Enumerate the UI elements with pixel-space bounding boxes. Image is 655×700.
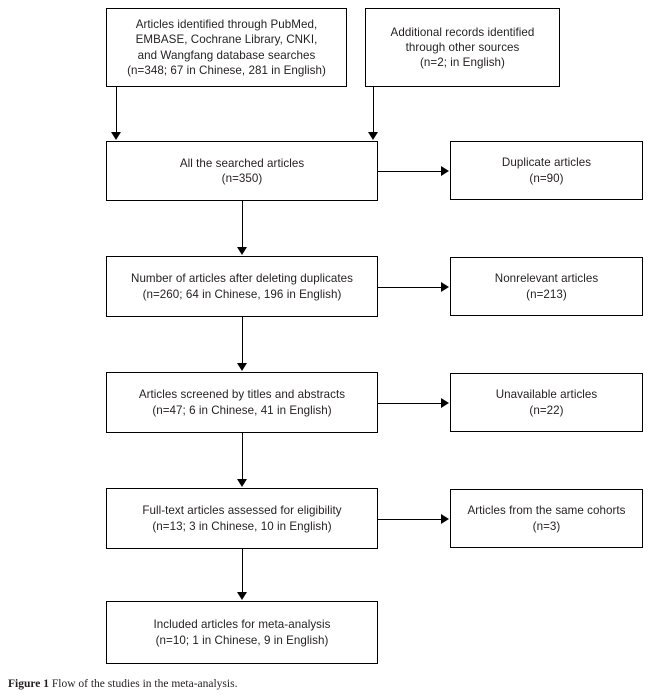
node-duplicate-articles: Duplicate articles (n=90) [450,141,643,200]
node-screened-titles-abstracts: Articles screened by titles and abstract… [106,372,378,433]
connector-fulltext-to-same-cohorts [378,519,442,520]
node-same-cohorts-text: Articles from the same cohorts (n=3) [467,504,626,533]
node-unavailable-articles-text: Unavailable articles (n=22) [495,388,598,417]
arrowhead-all-searched-to-after-duplicates [237,247,247,255]
node-identified-other-sources: Additional records identified through ot… [365,8,560,87]
figure-caption-body: Flow of the studies in the meta-analysis… [51,678,238,690]
connector-screened-to-fulltext [242,433,243,480]
node-included-articles: Included articles for meta-analysis (n=1… [106,601,378,664]
node-fulltext-assessed: Full-text articles assessed for eligibil… [106,488,378,549]
figure-caption-label: Figure 1 [8,678,49,690]
connector-after-duplicates-to-nonrelevant [378,287,442,288]
node-identified-databases-text: Articles identified through PubMed, EMBA… [127,18,326,77]
node-identified-other-sources-text: Additional records identified through ot… [390,25,535,70]
node-same-cohorts: Articles from the same cohorts (n=3) [450,489,643,548]
node-nonrelevant-articles-text: Nonrelevant articles (n=213) [494,272,599,301]
arrowhead-fulltext-to-included [237,592,247,600]
arrowhead-after-duplicates-to-nonrelevant [441,282,449,292]
figure-caption: Figure 1 Flow of the studies in the meta… [8,678,237,690]
connector-databases-to-all-searched [116,87,117,133]
arrowhead-after-duplicates-to-screened [237,363,247,371]
arrowhead-other-sources-to-all-searched [368,132,378,140]
node-nonrelevant-articles: Nonrelevant articles (n=213) [450,257,643,316]
connector-other-sources-to-all-searched [373,87,374,133]
connector-all-searched-to-duplicates [378,171,442,172]
node-screened-titles-abstracts-text: Articles screened by titles and abstract… [138,388,346,417]
arrowhead-databases-to-all-searched [111,132,121,140]
node-all-searched: All the searched articles (n=350) [106,141,378,201]
node-included-articles-text: Included articles for meta-analysis (n=1… [153,618,331,647]
node-fulltext-assessed-text: Full-text articles assessed for eligibil… [142,504,342,533]
connector-after-duplicates-to-screened [242,317,243,364]
connector-all-searched-to-after-duplicates [242,201,243,248]
arrowhead-screened-to-unavailable [441,398,449,408]
node-duplicate-articles-text: Duplicate articles (n=90) [501,156,592,185]
node-after-duplicates-text: Number of articles after deleting duplic… [131,272,353,301]
connector-screened-to-unavailable [378,403,442,404]
arrowhead-screened-to-fulltext [237,479,247,487]
arrowhead-all-searched-to-duplicates [441,166,449,176]
node-after-duplicates: Number of articles after deleting duplic… [106,256,378,317]
node-identified-databases: Articles identified through PubMed, EMBA… [106,8,347,87]
node-all-searched-text: All the searched articles (n=350) [179,156,305,185]
connector-fulltext-to-included [242,549,243,593]
node-unavailable-articles: Unavailable articles (n=22) [450,373,643,432]
arrowhead-fulltext-to-same-cohorts [441,514,449,524]
